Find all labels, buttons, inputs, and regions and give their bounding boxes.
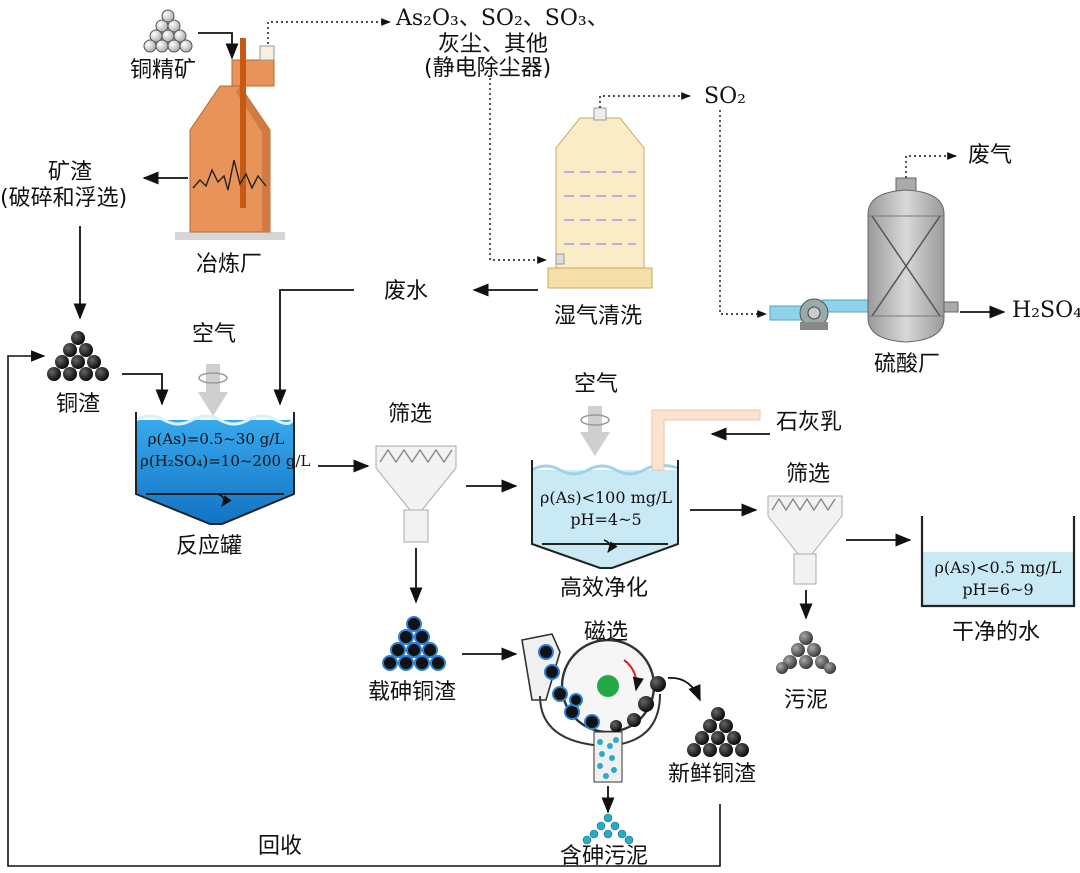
label-screening-1: 筛选: [388, 402, 433, 427]
purification-tank: [531, 460, 679, 569]
label-sludge: 污泥: [784, 688, 829, 713]
arrow-to-fresh-slag: [667, 677, 701, 702]
label-exhaust: 废气: [968, 143, 1013, 168]
copper-concentrate-pile: [143, 9, 193, 53]
copper-slag-pile: [47, 331, 109, 381]
as-loaded-slag-pile: [382, 616, 446, 671]
reactor-text-line2: ρ(H₂SO₄)=10~200 g/L: [140, 452, 311, 470]
label-magnetic-separation: 磁选: [584, 620, 629, 645]
as-sludge-pile: [582, 813, 634, 845]
label-h2so4: H₂SO₄: [1012, 298, 1080, 323]
screen-funnel-1: [375, 445, 457, 543]
label-so2: SO₂: [704, 84, 746, 109]
reactor-tank: [135, 412, 296, 525]
arrow-wastewater-to-reactor: [273, 289, 354, 406]
air-inlet-1-icon: [198, 364, 228, 416]
label-copper-concentrate: 铜精矿: [130, 58, 197, 83]
screen-funnel-2: [767, 495, 843, 585]
label-wet-scrubbing: 湿气清洗: [554, 304, 643, 329]
label-flue-gas-line1: As₂O₃、SO₂、SO₃、: [396, 6, 609, 31]
label-reactor: 反应罐: [176, 534, 243, 559]
label-as-loaded-slag: 载砷铜渣: [368, 680, 457, 705]
arrow-scrubber-so2: [599, 92, 691, 108]
smelter-furnace: [175, 38, 285, 240]
fresh-slag-pile: [687, 707, 749, 757]
magnetic-separator: [521, 633, 666, 783]
arrow-flue-gas: [267, 18, 391, 44]
label-lime-milk: 石灰乳: [776, 410, 843, 435]
label-copper-slag: 铜渣: [56, 392, 101, 417]
label-screening-2: 筛选: [786, 462, 831, 487]
air-inlet-2-icon: [580, 406, 610, 456]
reactor-text-line1: ρ(As)=0.5~30 g/L: [147, 430, 285, 448]
arrow-so2-to-acid-plant: [719, 110, 767, 318]
label-flue-gas-line2: 灰尘、其他: [438, 32, 549, 57]
sludge-pile: [776, 631, 836, 674]
sulfuric-acid-plant: [769, 177, 959, 343]
label-air-1: 空气: [192, 322, 237, 347]
arrow-recycle-loop: [7, 350, 721, 867]
arrow-exhaust: [905, 152, 957, 178]
purifier-text-line1: ρ(As)<100 mg/L: [539, 488, 673, 507]
label-sulfuric-plant: 硫酸厂: [874, 352, 941, 377]
label-as-sludge: 含砷污泥: [560, 844, 649, 869]
label-fresh-slag: 新鲜铜渣: [668, 762, 757, 787]
label-clean-water: 干净的水: [952, 620, 1041, 645]
label-air-2: 空气: [574, 372, 619, 397]
label-wastewater: 废水: [384, 279, 429, 304]
wet-scrubber: [547, 107, 653, 289]
label-smelter: 冶炼厂: [196, 252, 263, 277]
purifier-text-line2: pH=4~5: [570, 510, 642, 529]
lime-milk-pipe: [651, 409, 761, 471]
clean-water-text-line1: ρ(As)<0.5 mg/L: [934, 558, 1062, 577]
label-slag: 矿渣: [48, 160, 93, 185]
clean-water-tank: [920, 516, 1076, 608]
arrow-esp-to-scrubber: [489, 78, 547, 264]
label-slag-note: (破碎和浮选): [0, 186, 128, 211]
arrow-concentrate-to-furnace: [198, 32, 239, 60]
arrow-slag-to-reactor: [122, 373, 169, 406]
label-flue-gas-line3: (静电除尘器): [424, 56, 552, 81]
label-recycle: 回收: [258, 834, 303, 859]
label-purification: 高效净化: [560, 576, 649, 601]
clean-water-text-line2: pH=6~9: [962, 580, 1034, 599]
